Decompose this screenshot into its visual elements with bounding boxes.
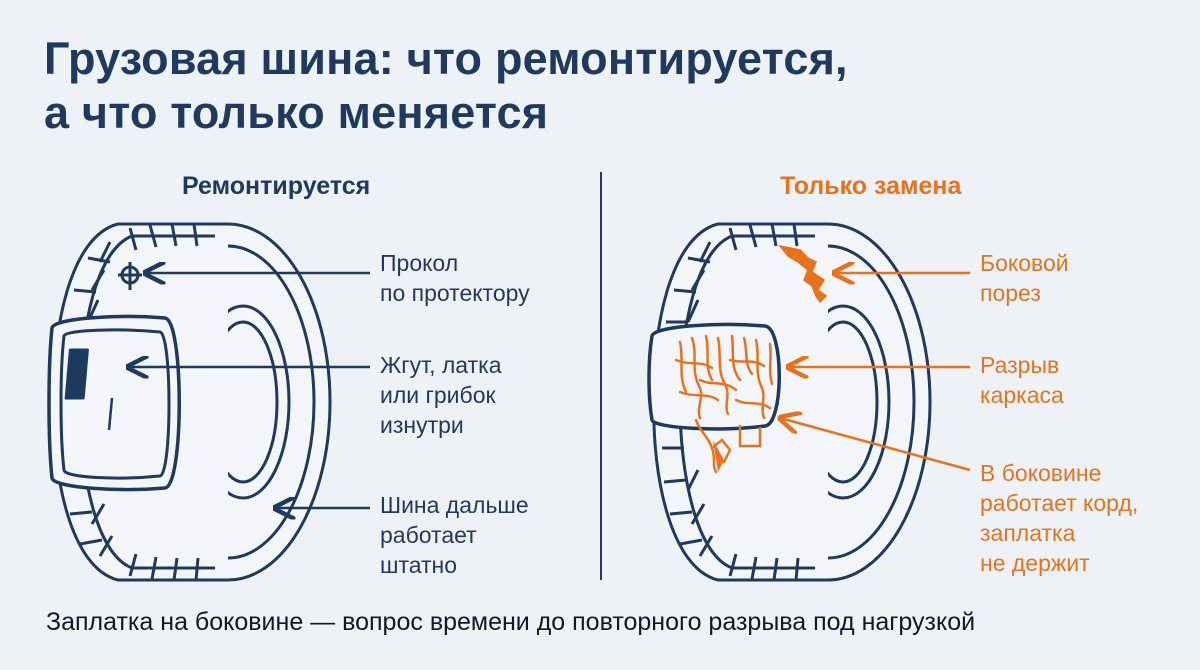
label-side-cut: Боковой порез [980, 250, 1069, 306]
title-line-1: Грузовая шина: что ремонтируется, [44, 33, 848, 84]
arrow-cord [780, 418, 971, 472]
heading-repairable: Ремонтируется [182, 172, 371, 200]
label-puncture: Прокол по протектору [380, 250, 530, 306]
title-line-2: а что только меняется [44, 87, 549, 138]
carcass-damage [674, 244, 828, 474]
label-cord-works: В боковине работает корд, заплатка не де… [980, 460, 1139, 576]
right-tire [647, 222, 932, 582]
heading-replace-only: Только замена [780, 172, 962, 200]
label-plug-patch: Жгут, латка или грибок изнутри [380, 352, 502, 438]
label-carcass-rupture: Разрыв каркаса [980, 352, 1064, 408]
footer-note: Заплатка на боковине — вопрос времени до… [46, 608, 976, 636]
left-tire [47, 222, 332, 582]
label-works-normally: Шина дальше работает штатно [380, 492, 529, 578]
sidewall-tear [713, 440, 724, 472]
page-title: Грузовая шина: что ремонтируется, а что … [44, 32, 848, 140]
column-divider [600, 172, 602, 580]
